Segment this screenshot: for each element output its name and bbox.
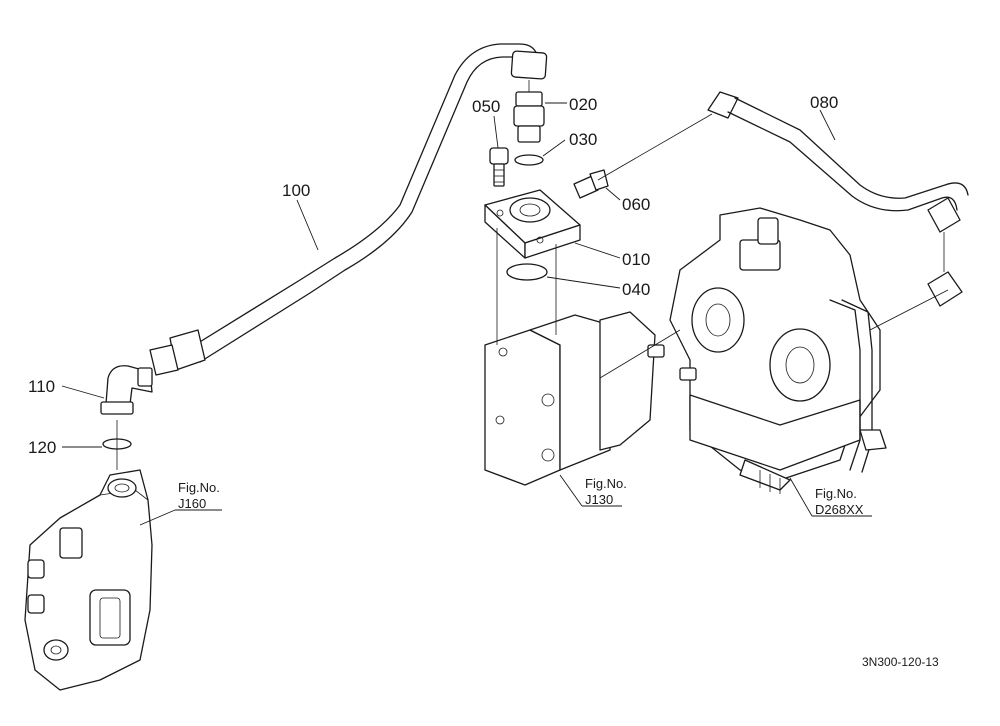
nipple-fitting-060[interactable] — [573, 169, 609, 199]
fig-ref-d268-number: D268XX — [815, 502, 864, 517]
fig-ref-d268-title: Fig.No. — [815, 486, 857, 501]
flange-010[interactable] — [484, 189, 581, 259]
adapter-fitting-020[interactable] — [513, 80, 545, 143]
fig-ref-j160-number: J160 — [178, 496, 206, 511]
callout-020: 020 — [569, 95, 597, 114]
fig-ref-j160-title: Fig.No. — [178, 480, 220, 495]
pipe-080[interactable] — [707, 91, 969, 307]
callout-100: 100 — [282, 181, 310, 200]
callout-010: 010 — [622, 250, 650, 269]
control-valve-j160[interactable] — [24, 420, 153, 691]
callout-110: 110 — [28, 377, 55, 396]
hydraulic-pump-j130[interactable] — [484, 228, 665, 486]
fig-ref-j130-number: J130 — [585, 492, 613, 507]
o-ring-040[interactable] — [506, 263, 548, 281]
o-ring-030[interactable] — [514, 154, 544, 166]
bolt-050[interactable] — [489, 147, 509, 187]
callout-080: 080 — [810, 93, 838, 112]
housing-d268xx[interactable] — [597, 113, 949, 494]
callout-060: 060 — [622, 195, 650, 214]
leader-lines — [61, 102, 872, 526]
callout-050: 050 — [472, 97, 500, 116]
fig-ref-j130-title: Fig.No. — [585, 476, 627, 491]
drawing-code: 3N300-120-13 — [862, 655, 939, 669]
callout-040: 040 — [622, 280, 650, 299]
callout-030: 030 — [569, 130, 597, 149]
callout-120: 120 — [28, 438, 56, 457]
pipe-100[interactable] — [149, 43, 548, 376]
elbow-fitting-110[interactable] — [100, 365, 153, 415]
